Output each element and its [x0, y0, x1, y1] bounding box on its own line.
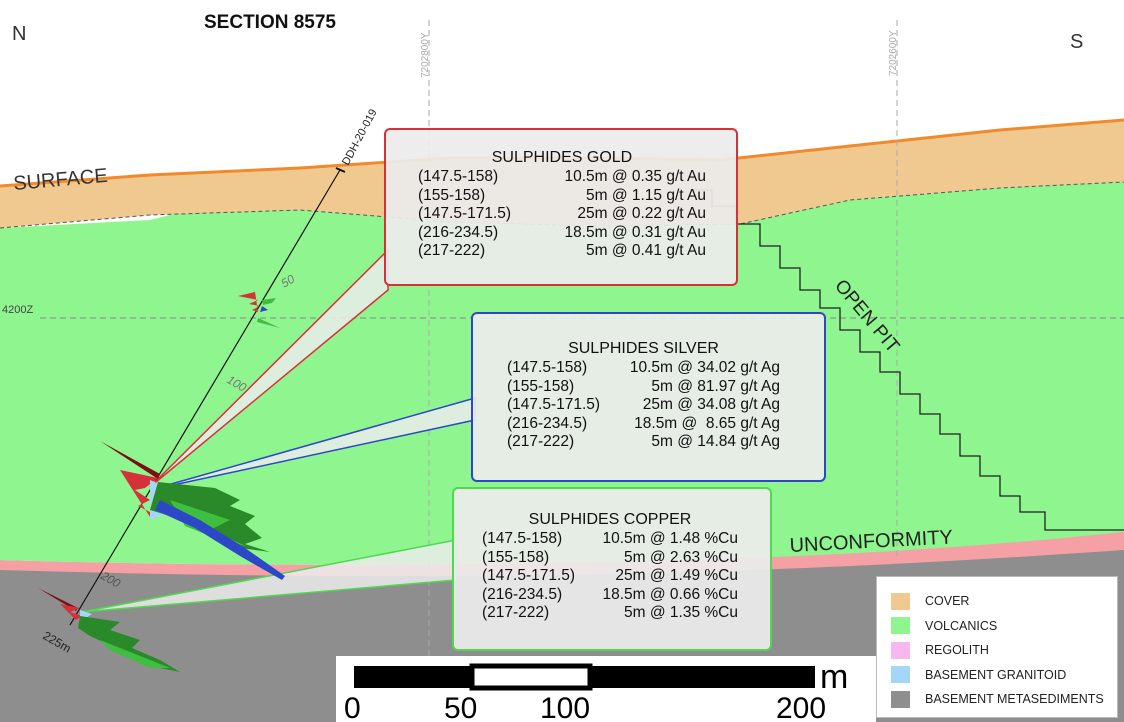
copper-callout-title: SULPHIDES COPPER	[528, 511, 692, 528]
hole-id-label: DDH-20-019	[340, 107, 380, 167]
grid-label-4200z: 4200Z	[2, 304, 33, 316]
silver-row: (217-222)5m @ 14.84 g/t Ag	[507, 433, 780, 451]
legend-swatch	[891, 617, 910, 635]
copper-callout: SULPHIDES COPPER (147.5-158)10.5m @ 1.48…	[452, 487, 772, 651]
scale-unit: m	[820, 658, 848, 696]
scale-tick-0: 0	[344, 692, 361, 722]
gold-row: (155-158)5m @ 1.15 g/t Au	[418, 186, 706, 204]
legend-swatch	[891, 641, 910, 659]
copper-row: (147.5-171.5)25m @ 1.49 %Cu	[482, 567, 738, 585]
base-of-cover	[0, 181, 1124, 229]
legend-swatch	[891, 592, 910, 610]
legend-item-metasediments: BASEMENT METASEDIMENTS	[891, 687, 1117, 712]
scale-bar-seg-3	[590, 666, 815, 688]
legend-item-volcanics: VOLCANICS	[891, 614, 1117, 639]
gold-row: (147.5-158)10.5m @ 0.35 g/t Au	[418, 168, 706, 185]
grid-label-7202600: 7202600Y	[888, 30, 899, 76]
copper-row: (216-234.5)18.5m @ 0.66 %Cu	[482, 585, 738, 603]
north-label: N	[12, 23, 26, 45]
collar-tick	[335, 167, 346, 173]
copper-row: (147.5-158)10.5m @ 1.48 %Cu	[482, 530, 738, 547]
silver-row: (147.5-171.5)25m @ 34.08 g/t Ag	[507, 396, 780, 414]
assay-histogram-upper	[238, 292, 280, 328]
scale-tick-100: 100	[540, 692, 590, 722]
gold-row: (216-234.5)18.5m @ 0.31 g/t Au	[418, 223, 706, 241]
silver-callout: SULPHIDES SILVER (147.5-158)10.5m @ 34.0…	[471, 312, 826, 482]
gold-callout: SULPHIDES GOLD (147.5-158)10.5m @ 0.35 g…	[384, 128, 738, 286]
gold-row: (217-222)5m @ 0.41 g/t Au	[418, 242, 706, 260]
scale-tick-50: 50	[444, 692, 477, 722]
scale-bar-seg-1	[354, 666, 472, 688]
silver-row: (147.5-158)10.5m @ 34.02 g/t Ag	[507, 359, 780, 376]
silver-row: (155-158)5m @ 81.97 g/t Ag	[507, 377, 780, 395]
grid-label-7202800: 7202800Y	[420, 32, 431, 78]
regolith-layer	[0, 530, 1124, 577]
scale-tick-200: 200	[776, 692, 826, 722]
gold-row: (147.5-171.5)25m @ 0.22 g/t Au	[418, 205, 706, 223]
gold-callout-title: SULPHIDES GOLD	[491, 149, 633, 166]
legend-swatch	[891, 690, 910, 708]
section-title: SECTION 8575	[204, 12, 336, 33]
depth-label-50: 50	[279, 272, 298, 291]
assay-histogram-lower	[38, 588, 180, 672]
legend-item-regolith: REGOLITH	[891, 638, 1117, 663]
legend-swatch	[891, 666, 910, 684]
silver-row: (216-234.5)18.5m @ 8.65 g/t Ag	[507, 414, 780, 432]
scale-bar: m 0 50 100 200	[344, 658, 848, 722]
legend: COVER VOLCANICS REGOLITH BASEMENT GRANIT…	[876, 576, 1118, 718]
scale-bar-seg-2	[469, 663, 593, 691]
legend-item-cover: COVER	[891, 589, 1117, 614]
copper-row: (217-222)5m @ 1.35 %Cu	[482, 604, 738, 622]
copper-row: (155-158)5m @ 2.63 %Cu	[482, 548, 738, 566]
legend-item-granitoid: BASEMENT GRANITOID	[891, 663, 1117, 688]
south-label: S	[1070, 31, 1083, 53]
drill-hole-trace	[69, 169, 341, 626]
open-pit-outline	[736, 223, 1124, 531]
assay-histogram-main	[100, 441, 285, 580]
silver-callout-title: SULPHIDES SILVER	[568, 340, 719, 357]
